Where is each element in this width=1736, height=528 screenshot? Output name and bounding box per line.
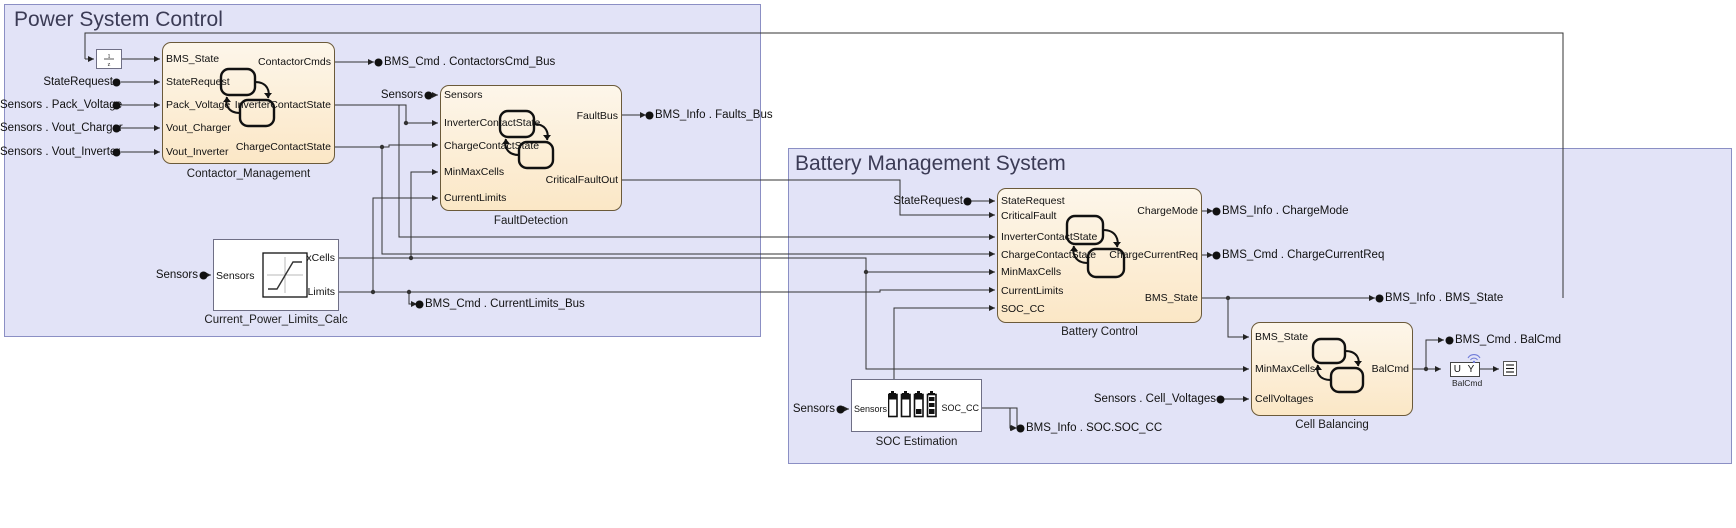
port-in-pack-voltage-cm: Pack_Voltage xyxy=(166,99,231,111)
terminator-block-balcmd[interactable] xyxy=(1503,361,1517,379)
block-label-battery-control: Battery Control xyxy=(1061,326,1138,338)
signal-label-bms-state: BMS_Info . BMS_State xyxy=(1385,292,1504,304)
port-dot-cell-voltages xyxy=(1216,395,1225,404)
port-dot-charge-current-req xyxy=(1212,251,1221,260)
port-out-charge-current-req: ChargeCurrentReq xyxy=(1109,249,1198,261)
signal-label-sensors-soc: Sensors xyxy=(792,403,835,415)
port-dot-soc-cc xyxy=(1016,424,1025,433)
port-in-critical-fault-bc: CriticalFault xyxy=(1001,210,1057,222)
port-out-charge-mode: ChargeMode xyxy=(1137,205,1198,217)
port-out-inverter-contact-state-cm: InverterContactState xyxy=(234,99,331,111)
signal-label-faults-bus: BMS_Info . Faults_Bus xyxy=(655,109,773,121)
signal-label-sensors-limits-calc: Sensors xyxy=(155,269,198,281)
block-contactor-management[interactable] xyxy=(162,42,335,164)
port-in-min-max-cells-bc: MinMaxCells xyxy=(1001,266,1062,278)
port-dot-contactors-cmd-bus xyxy=(374,58,383,67)
port-dot-state-request-bms xyxy=(963,197,972,206)
port-out-critical-fault-out: CriticalFaultOut xyxy=(545,174,618,186)
port-dot-vout-inverter xyxy=(112,148,121,157)
port-dot-sensors-fd xyxy=(424,91,433,100)
port-in-bms-state-cm: BMS_State xyxy=(166,53,220,65)
svg-text:1: 1 xyxy=(108,54,111,60)
port-in-inverter-contact-state-bc: InverterContactState xyxy=(1001,231,1098,243)
stateflow-glyph-cell-balancing xyxy=(1311,337,1365,394)
port-in-charge-contact-state-fd: ChargeContactState xyxy=(444,140,540,152)
port-in-inverter-contact-state-fd: InverterContactState xyxy=(444,117,541,129)
port-out-charge-contact-state-cm: ChargeContactState xyxy=(235,141,331,153)
wifi-icon xyxy=(1467,354,1481,363)
port-dot-vout-charger xyxy=(112,124,121,133)
port-in-sensors-fd: Sensors xyxy=(444,89,483,101)
port-in-min-max-cells-fd: MinMaxCells xyxy=(444,166,505,178)
signal-label-current-limits-bus: BMS_Cmd . CurrentLimits_Bus xyxy=(425,298,585,310)
port-dot-bms-state xyxy=(1375,294,1384,303)
port-dot-bal-cmd xyxy=(1445,336,1454,345)
block-label-cell-balancing: Cell Balancing xyxy=(1295,419,1369,431)
port-out-bal-cmd: BalCmd xyxy=(1371,363,1409,375)
port-in-cell-voltages-cb: CellVoltages xyxy=(1255,393,1314,405)
port-in-vout-charger-cm: Vout_Charger xyxy=(166,122,231,134)
port-in-current-limits-bc: CurrentLimits xyxy=(1001,285,1064,297)
signal-label-state-request-psc: StateRequest xyxy=(43,76,113,88)
wireless-send-block-balcmd[interactable]: U Y xyxy=(1450,362,1480,377)
port-dot-state-request-psc xyxy=(112,78,121,87)
port-in-sensors-soc: Sensors xyxy=(854,404,888,414)
port-in-min-max-cells-cb: MinMaxCells xyxy=(1255,363,1316,375)
block-label-contactor-management: Contactor_Management xyxy=(186,168,311,180)
block-fault-detection[interactable] xyxy=(440,85,622,211)
port-in-soc-cc-bc: SOC_CC xyxy=(1001,303,1045,315)
port-dot-pack-voltage xyxy=(112,101,121,110)
signal-label-sensors-fault-detection: Sensors xyxy=(380,89,423,101)
stateflow-glyph-contactor-management xyxy=(219,67,276,128)
port-out-soc-cc: SOC_CC xyxy=(941,403,979,413)
wireless-send-label-balcmd: BalCmd xyxy=(1452,378,1483,388)
port-out-bms-state-bc: BMS_State xyxy=(1144,292,1198,304)
signal-label-soc-cc: BMS_Info . SOC.SOC_CC xyxy=(1026,422,1163,434)
signal-label-bal-cmd: BMS_Cmd . BalCmd xyxy=(1455,334,1562,346)
port-dot-current-limits-bus xyxy=(415,300,424,309)
port-dot-charge-mode xyxy=(1212,207,1221,216)
port-out-contactor-cmds: ContactorCmds xyxy=(258,56,331,68)
block-soc-estimation[interactable] xyxy=(851,379,982,432)
signal-label-sensors-pack-voltage: Sensors . Pack_Voltage xyxy=(0,99,123,111)
block-battery-control[interactable] xyxy=(997,188,1202,323)
unit-delay-block[interactable]: 1 z xyxy=(96,49,122,69)
port-in-current-limits-fd: CurrentLimits xyxy=(444,192,507,204)
svg-text:z: z xyxy=(108,62,111,67)
signal-label-sensors-vout-inverter: Sensors . Vout_Inverter xyxy=(0,146,121,158)
port-dot-sensors-cplc xyxy=(199,271,208,280)
signal-label-state-request-bms: StateRequest xyxy=(893,195,963,207)
port-in-state-request-bc: StateRequest xyxy=(1001,195,1065,207)
signal-label-charge-current-req: BMS_Cmd . ChargeCurrentReq xyxy=(1222,249,1385,261)
batteries-icon xyxy=(888,391,937,418)
stateflow-glyph-battery-control xyxy=(1065,214,1126,279)
signal-label-charge-mode: BMS_Info . ChargeMode xyxy=(1222,205,1349,217)
port-in-sensors-cplc: Sensors xyxy=(216,270,255,282)
port-in-vout-inverter-cm: Vout_Inverter xyxy=(166,146,229,158)
signal-label-contactors-cmd-bus: BMS_Cmd . ContactorsCmd_Bus xyxy=(384,56,556,68)
block-label-fault-detection: FaultDetection xyxy=(493,215,569,227)
block-cell-balancing[interactable] xyxy=(1251,322,1413,416)
port-out-fault-bus: FaultBus xyxy=(576,110,618,122)
block-label-current-power-limits-calc: Current_Power_Limits_Calc xyxy=(204,314,348,326)
block-label-soc-estimation: SOC Estimation xyxy=(875,436,958,448)
port-dot-faults-bus xyxy=(645,111,654,120)
subsystem-title-battery-management-system: Battery Management System xyxy=(795,152,1066,175)
subsystem-title-power-system-control: Power System Control xyxy=(14,8,223,31)
saturation-curve-icon xyxy=(262,252,308,298)
signal-label-sensors-cell-voltages: Sensors . Cell_Voltages xyxy=(1093,393,1216,405)
unit-delay-icon: 1 z xyxy=(104,54,114,67)
stateflow-glyph-fault-detection xyxy=(498,109,555,170)
port-in-state-request-cm: StateRequest xyxy=(166,76,230,88)
signal-label-sensors-vout-charger: Sensors . Vout_Charger xyxy=(0,122,123,134)
port-in-bms-state-cb: BMS_State xyxy=(1255,331,1309,343)
port-dot-sensors-soc xyxy=(836,405,845,414)
